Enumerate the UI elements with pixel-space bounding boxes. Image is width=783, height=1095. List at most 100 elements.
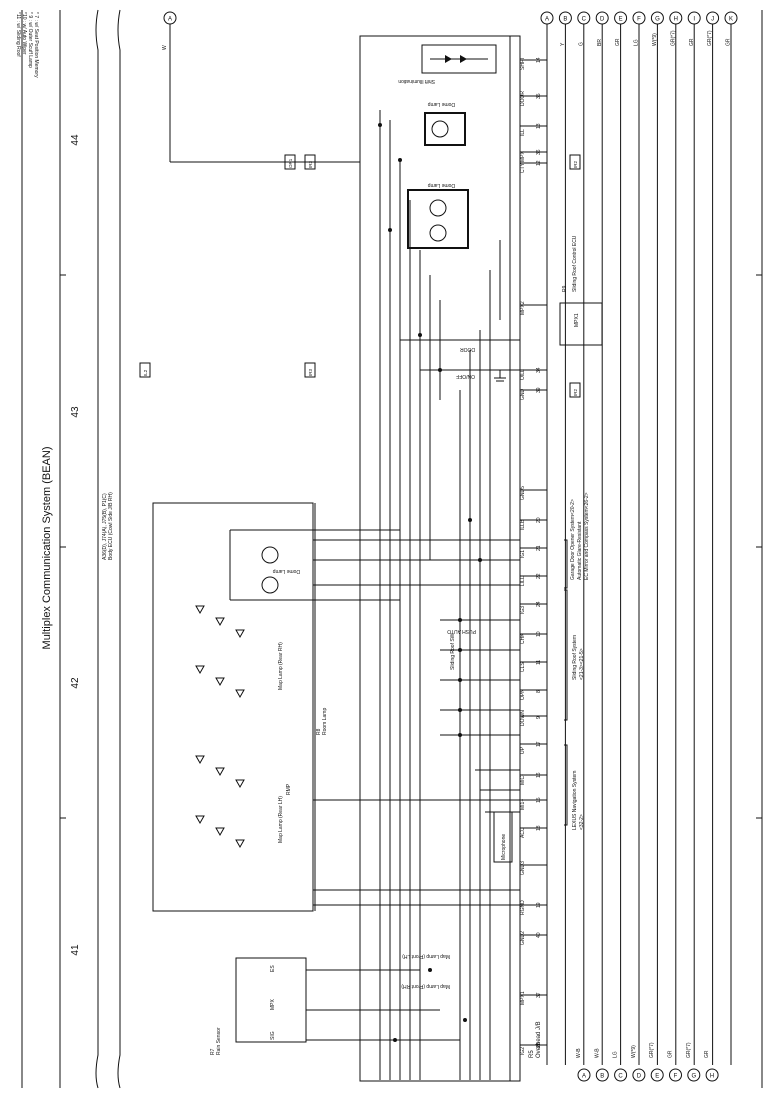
shift-illumination-label: Shift Illumination [398,78,435,84]
connector-label: OR1 [288,158,293,168]
wire-color-bottom: W-B [576,1048,582,1058]
wire-color-top: GR(*7) [670,30,676,46]
map-lamp-diode [215,617,225,627]
wire-color-bottom: LG [613,1051,619,1058]
dome-lamp-label-3: Dome Lamp [273,568,300,574]
r5-pin-name: DOWN [520,710,526,726]
connector-label: IR2 [573,389,578,397]
system-sliding-roof: Sliding Roof System [572,635,578,680]
onoff-switch-label: ON/OFF [456,373,475,379]
connector-label: IR3 [308,161,313,169]
r5-pin-name: OILL [520,369,526,380]
terminal-bottom-D [632,1068,646,1082]
note-4: *11 : w/ Sliding Roof [15,12,21,57]
terminal-top-label: H [674,17,678,23]
terminal-top-label: E [619,17,623,23]
ecu-label-2: Body ECU (Cowl Side J/B RH) [108,492,114,560]
r5-pin-name: GND3 [520,861,526,875]
terminal-bottom-label: D [637,1074,642,1080]
r5-pin-name: LILL [520,576,526,586]
wire-w: W [162,45,168,50]
connector-OR1 [284,154,296,170]
wire-color-top: GR [726,38,732,46]
r5-pin-num: 9 [536,716,542,719]
ecu-label-1: A36(D), J74(A), J75(B), P1(C) [102,493,108,560]
r5-pin-name: CTY [520,162,526,173]
r5-pin-name: CHK [520,633,526,644]
note-2: * 9 : w/ Outer Scuff Lamp [27,12,33,68]
connector-IR3 [304,154,316,170]
terminal-bottom-C [614,1068,628,1082]
map-lamp-diode [195,815,205,825]
note-1: * 7 : w/ Seat Position Memory [33,12,39,78]
map-lamp-diode [195,665,205,675]
r5-pin-name: ILL [520,129,526,136]
r5-pin-num: 8 [536,690,542,693]
wire-color-top: GR(*7) [707,30,713,46]
wire-color-bottom: GR(*7) [649,1042,655,1058]
rmp-pin-label: RMP [286,783,292,795]
wire-color-bottom: GR [704,1050,710,1058]
r5-pin-name: MPX1 [520,991,526,1005]
terminal-top-label: B [563,17,567,23]
connector-label: IR2 [573,161,578,169]
map-lamp-front-lh: Map Lamp (Front LH) [402,953,450,959]
system-auto-glare: Automatic Glare-Resistant [577,521,583,580]
terminal-bottom-H [705,1068,719,1082]
terminal-top-label: K [729,17,733,23]
r7-name: Rain Sensor [216,1027,222,1055]
connector-label: IR3 [308,369,313,377]
r5-pin-name: MIC- [520,774,526,785]
r5-pin-name: IG1 [520,550,526,558]
r7-pin-sig: SIG [270,1031,276,1040]
r5-name: Overhead J/B [536,1021,542,1058]
column-42: 42 [70,677,81,689]
r9-name: Sliding Roof Control ECU [572,235,578,292]
connector-label: IL2 [143,369,148,376]
wire-color-top: Y [560,42,566,46]
map-lamp-rear-lh: Map Lamp (Rear LH) [278,796,284,843]
r7-code: R7 [210,1048,216,1055]
terminal-top-label: J [711,17,714,23]
terminal-bottom-label: B [600,1074,604,1080]
wire-color-bottom: GR [668,1050,674,1058]
r5-pin-name: RGND [520,900,526,915]
terminal-bottom-E [650,1068,664,1082]
wire-color-top: W(*9) [652,33,658,46]
map-lamp-rear-rh: Map Lamp (Rear RH) [278,642,284,690]
r5-pin-name: DOOR [520,91,526,106]
r7-pin-mpx: MPX [270,999,276,1011]
connector-IR2 [569,382,581,398]
column-43: 43 [70,406,81,418]
r8-name: Room Lamp [322,708,328,735]
system-nav: LEXUS Navigation System [572,771,578,830]
connector-IL2 [139,362,151,378]
wire-color-bottom: GR(*7) [686,1042,692,1058]
r5-pin-name: GND [520,389,526,401]
map-lamp-diode [215,827,225,837]
push-auto-label: PUSH AUTO [447,628,476,634]
map-lamp-diode [235,629,245,639]
r5-pin-name: ILLB [520,519,526,530]
terminal-top-label: C [582,17,587,23]
column-44: 44 [70,134,81,146]
terminal-bottom-G [687,1068,701,1082]
terminal-bottom-A [577,1068,591,1082]
terminal-bottom-label: H [710,1074,714,1080]
terminal-bottom-F [669,1068,682,1082]
r5-pin-name: GND2 [520,931,526,945]
r5-pin-name: GND5 [520,486,526,500]
wire-color-top: BR [597,39,603,46]
wire-color-bottom: W(*9) [631,1045,637,1058]
map-lamp-diode [195,755,205,765]
r5-pin-name: MPX [520,151,526,163]
column-41: 41 [70,944,81,956]
r9-pin: MPX1 [574,313,580,327]
system-garage: Garage Door Opener System<20-2> [570,499,576,580]
map-lamp-diode [215,767,225,777]
system-ec-mirror: EC Mirror and Compass System<26-2> [584,492,590,580]
connector-IR2 [569,154,581,170]
r5-pin-name: IG3 [520,606,526,614]
system-sliding-roof-pages: <21-3><21-5> [579,648,585,680]
